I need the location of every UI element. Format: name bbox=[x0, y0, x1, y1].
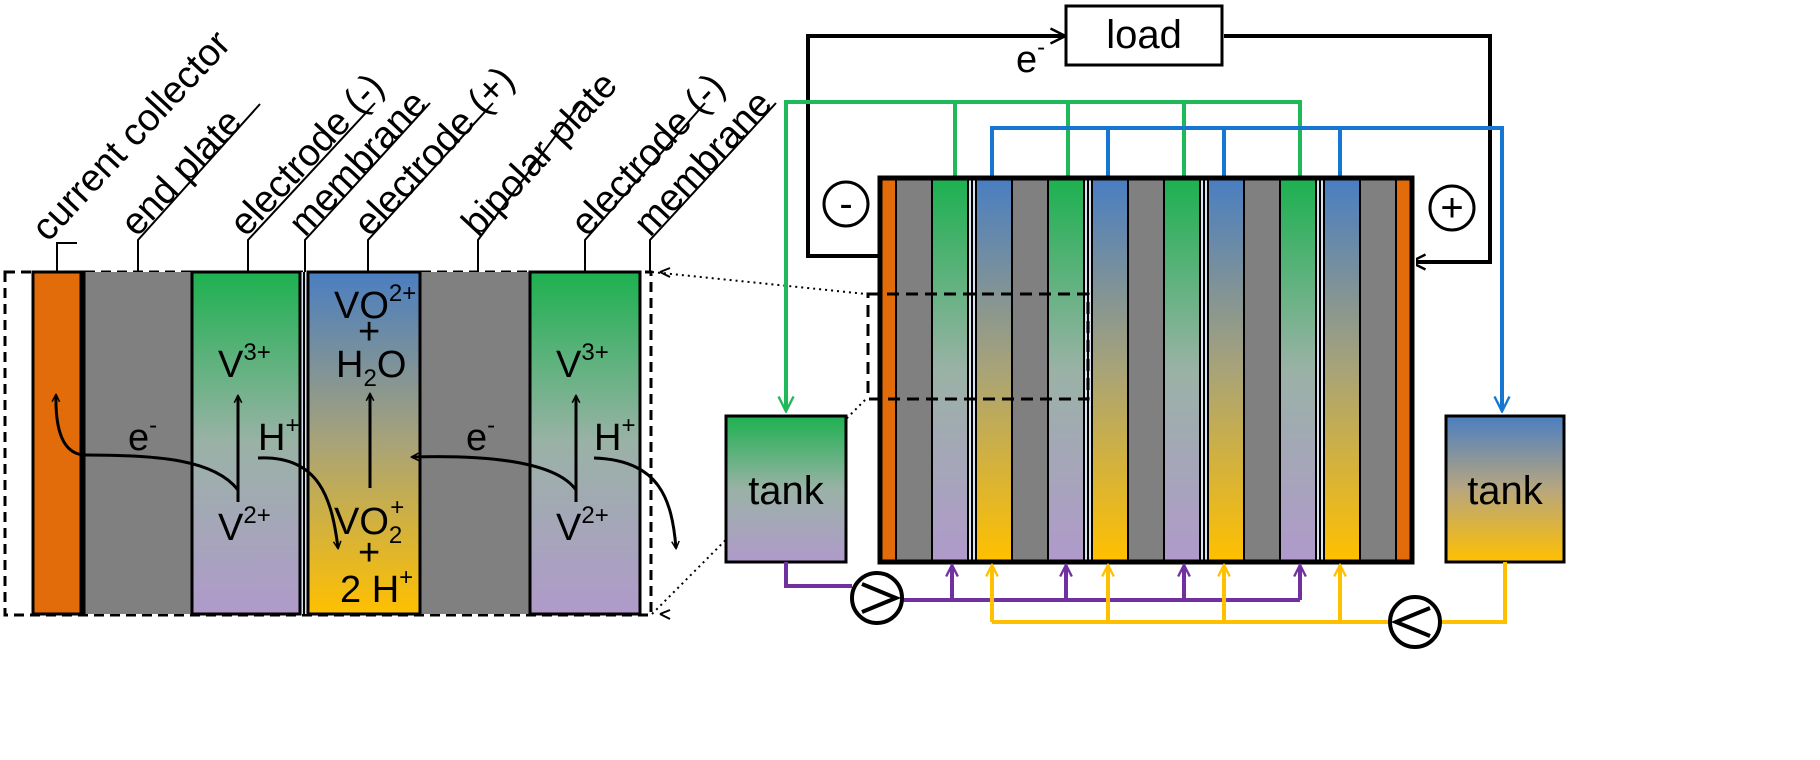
ion-plus-top: + bbox=[358, 311, 380, 353]
pump-positive-icon bbox=[1388, 595, 1442, 649]
positive-terminal-label: + bbox=[1440, 186, 1463, 230]
ion-electron-right: e- bbox=[466, 412, 495, 459]
external-circuit bbox=[806, 36, 1492, 262]
load-label: load bbox=[1106, 13, 1182, 57]
ion-electron-left: e- bbox=[128, 412, 157, 459]
cell-detail-view: current collector end plate electrode (-… bbox=[3, 23, 780, 617]
pump-negative-icon bbox=[850, 571, 904, 625]
battery-system-view: load e- bbox=[724, 4, 1566, 649]
label-leaders bbox=[56, 102, 777, 272]
electron-label: e- bbox=[1016, 34, 1045, 81]
ion-vo2: VO2+ bbox=[334, 494, 404, 549]
negative-tank-label: tank bbox=[748, 469, 825, 513]
ion-2h: 2 H+ bbox=[340, 564, 413, 611]
ion-h2o: H2O bbox=[336, 344, 406, 392]
blue-supply-pipes bbox=[990, 126, 1502, 410]
negative-tank bbox=[724, 414, 848, 564]
positive-terminal bbox=[1428, 184, 1476, 232]
negative-electrode-layer bbox=[192, 272, 300, 614]
negative-terminal bbox=[822, 180, 870, 228]
end-plate-layer bbox=[84, 272, 192, 614]
stack-frame bbox=[877, 175, 1415, 565]
positive-tank-label: tank bbox=[1467, 469, 1544, 513]
ion-h-left: H+ bbox=[258, 412, 299, 459]
ion-plus-bottom: + bbox=[358, 532, 380, 574]
ion-v3-right: V3+ bbox=[556, 339, 609, 386]
cell-stack bbox=[866, 175, 1416, 565]
current-collector-layer bbox=[33, 272, 81, 614]
positive-electrode-layer bbox=[308, 272, 420, 614]
green-supply-pipes bbox=[786, 100, 1302, 410]
ion-v3-left: V3+ bbox=[218, 339, 271, 386]
zoom-region-box bbox=[866, 292, 1090, 401]
yellow-return-pipes bbox=[992, 562, 1507, 624]
ion-vo2plus: VO2+ bbox=[334, 280, 416, 327]
load-box bbox=[1064, 4, 1224, 67]
ion-v2-right: V2+ bbox=[556, 502, 609, 549]
reaction-arrows bbox=[56, 394, 676, 548]
ion-h-right: H+ bbox=[594, 412, 635, 459]
negative-electrode-layer-2 bbox=[530, 272, 640, 614]
negative-terminal-label: - bbox=[839, 182, 852, 226]
ion-v2-left: V2+ bbox=[218, 502, 271, 549]
bipolar-plate-layer bbox=[420, 272, 530, 614]
purple-return-pipes bbox=[784, 562, 1300, 602]
